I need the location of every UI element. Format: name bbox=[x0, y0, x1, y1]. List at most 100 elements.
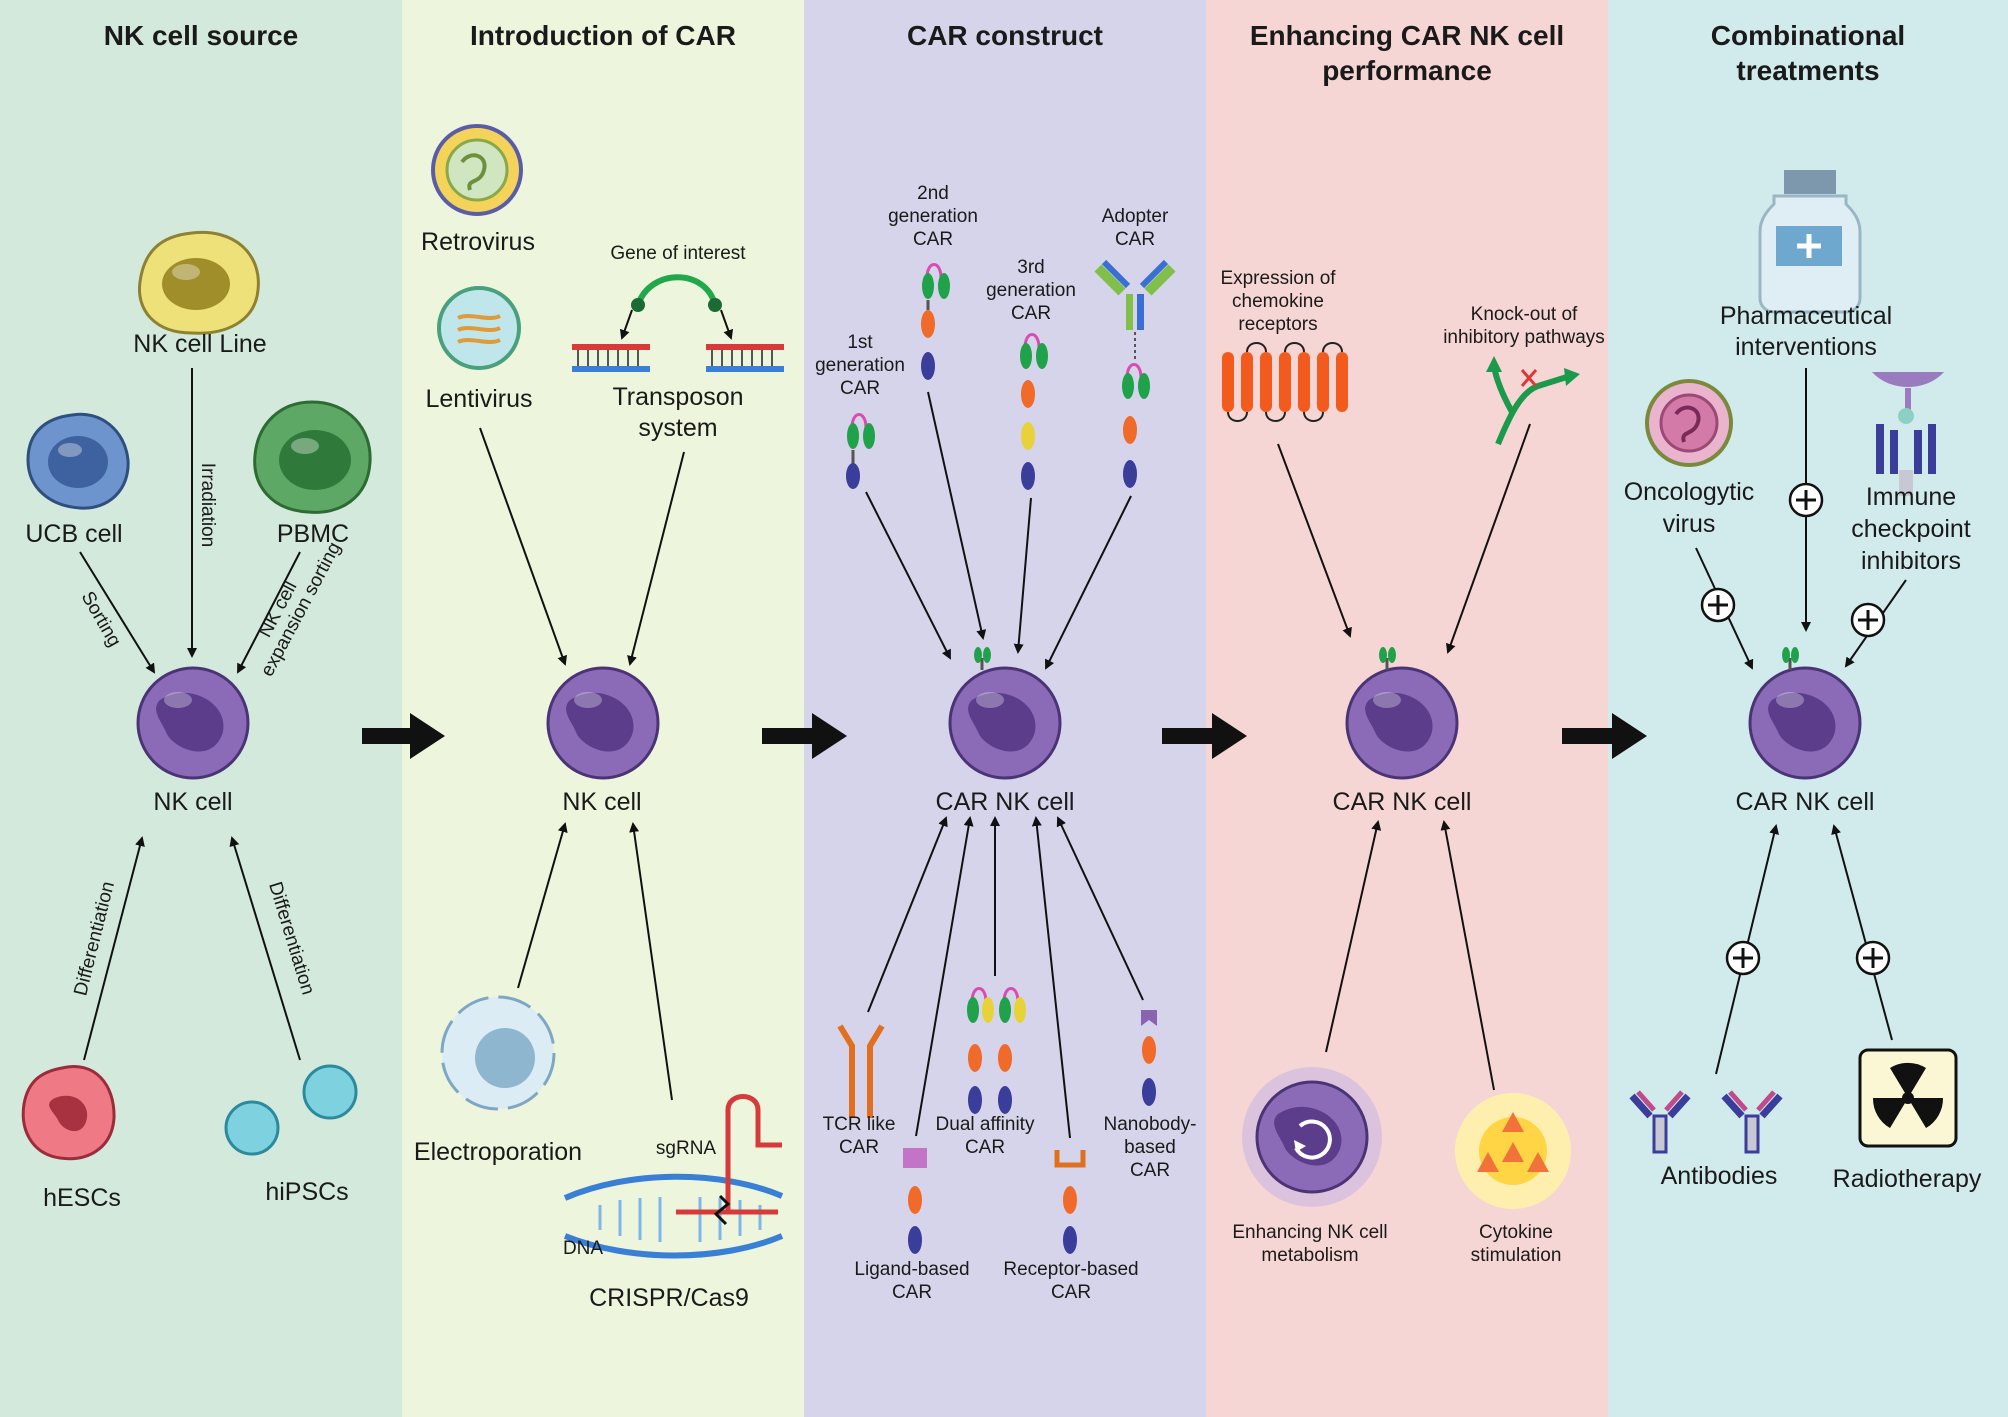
label-chemokine-line1: Expression of bbox=[1220, 268, 1336, 289]
panel-title-4-line2: performance bbox=[1322, 55, 1492, 86]
arrow-differentiation-hescs bbox=[83, 836, 145, 1061]
drug-vial-icon bbox=[1758, 170, 1862, 314]
label-electroporation: Electroporation bbox=[414, 1138, 582, 1166]
label-retrovirus: Retrovirus bbox=[421, 228, 535, 256]
transition-arrow-icon bbox=[1162, 713, 1247, 759]
label-oncolytic-line2: virus bbox=[1663, 510, 1716, 538]
label-pbmc: PBMC bbox=[277, 520, 349, 548]
label-gen3-line2: generation bbox=[986, 280, 1076, 301]
hipscs-icon bbox=[224, 1064, 358, 1156]
arrow-receptor-to-car-nk bbox=[1031, 816, 1071, 1139]
label-receptor-line1: Receptor-based bbox=[1003, 1259, 1138, 1280]
label-gen3-line3: CAR bbox=[1011, 303, 1051, 324]
knockout-pathway-icon bbox=[1486, 356, 1580, 446]
label-oncolytic-line1: Oncologytic bbox=[1624, 478, 1755, 506]
panel-title-1: NK cell source bbox=[104, 20, 299, 51]
car-1st-generation-icon bbox=[846, 413, 875, 489]
panel-title-4-line1: Enhancing CAR NK cell bbox=[1250, 20, 1564, 51]
arrow-differentiation-hipscs bbox=[229, 836, 301, 1061]
plus-icon bbox=[1725, 940, 1761, 976]
label-adopter-line2: CAR bbox=[1115, 229, 1155, 250]
label-lentivirus: Lentivirus bbox=[426, 385, 533, 413]
label-gen2-line2: generation bbox=[888, 206, 978, 227]
cytokine-stimulation-icon bbox=[1455, 1093, 1571, 1209]
label-car-nk-cell-3: CAR NK cell bbox=[936, 788, 1075, 816]
label-sgrna: sgRNA bbox=[656, 1138, 717, 1159]
label-gen2-line1: 2nd bbox=[917, 183, 949, 204]
label-dual-line2: CAR bbox=[965, 1137, 1005, 1158]
oncolytic-virus-icon bbox=[1645, 379, 1733, 467]
panel-title-3: CAR construct bbox=[907, 20, 1103, 51]
arrow-virus-to-nk bbox=[479, 427, 567, 666]
chemokine-receptor-icon bbox=[1222, 342, 1348, 422]
arrow-electroporation-to-nk bbox=[517, 822, 568, 989]
car-adopter-icon bbox=[1094, 259, 1176, 488]
electroporation-icon bbox=[440, 995, 556, 1111]
label-chemokine-line3: receptors bbox=[1238, 314, 1317, 335]
label-gen1-line1: 1st bbox=[847, 332, 873, 353]
label-chemokine-line2: chemokine bbox=[1232, 291, 1324, 312]
arrow-crispr-to-nk bbox=[629, 822, 673, 1101]
label-tcr-line2: CAR bbox=[839, 1137, 879, 1158]
label-nanobody-line3: CAR bbox=[1130, 1160, 1170, 1181]
arrow-knockout-to-car-nk bbox=[1446, 423, 1531, 654]
label-transposon-line2: system bbox=[638, 414, 717, 442]
panel-title-5-line1: Combinational bbox=[1711, 20, 1905, 51]
label-nk-cell-center-2: NK cell bbox=[562, 788, 641, 816]
label-checkpoint-line3: inhibitors bbox=[1861, 547, 1961, 575]
label-metabolism-line2: metabolism bbox=[1261, 1245, 1358, 1266]
arrow-gen2-to-car-nk bbox=[927, 391, 987, 640]
label-gen2-line3: CAR bbox=[913, 229, 953, 250]
car-nanobody-based-icon bbox=[1141, 1010, 1157, 1106]
label-metabolism-line1: Enhancing NK cell bbox=[1232, 1222, 1387, 1243]
car-nk-cell-icon bbox=[948, 647, 1062, 780]
label-knockout-line1: Knock-out of bbox=[1471, 304, 1578, 325]
transition-arrow-icon bbox=[1562, 713, 1647, 759]
car-dual-affinity-icon bbox=[967, 987, 1026, 1114]
arrow-transposon-to-nk bbox=[627, 451, 685, 666]
plus-icon bbox=[1855, 940, 1891, 976]
arrow-chemokine-to-car-nk bbox=[1277, 443, 1352, 638]
label-tcr-line1: TCR like bbox=[823, 1114, 896, 1135]
label-nanobody-line1: Nanobody- bbox=[1104, 1114, 1197, 1135]
arrow-expansion-sorting bbox=[237, 551, 301, 674]
arrow-ligand-to-car-nk bbox=[915, 816, 974, 1137]
plus-icon bbox=[1850, 602, 1886, 638]
label-car-nk-cell-5: CAR NK cell bbox=[1736, 788, 1875, 816]
label-cytokine-line1: Cytokine bbox=[1479, 1222, 1553, 1243]
label-transposon-line1: Transposon bbox=[612, 383, 743, 411]
car-receptor-based-icon bbox=[1054, 1150, 1086, 1254]
crispr-cas9-icon bbox=[563, 1094, 784, 1259]
panel-title-2: Introduction of CAR bbox=[470, 20, 736, 51]
panel-title-5-line2: treatments bbox=[1736, 55, 1879, 86]
plus-icon bbox=[1788, 482, 1824, 518]
label-antibodies: Antibodies bbox=[1661, 1162, 1778, 1190]
label-pharma-line2: interventions bbox=[1735, 333, 1877, 361]
label-gene-of-interest: Gene of interest bbox=[610, 243, 746, 264]
nk-cell-line-icon bbox=[137, 230, 260, 335]
retrovirus-icon bbox=[431, 124, 523, 216]
metabolism-nk-cell-icon bbox=[1242, 1067, 1382, 1207]
label-ligand-line2: CAR bbox=[892, 1282, 932, 1303]
car-ligand-based-icon bbox=[903, 1148, 927, 1254]
arrow-nanobody-to-car-nk bbox=[1056, 816, 1144, 1001]
nk-cell-icon bbox=[546, 666, 660, 780]
label-gen3-line1: 3rd bbox=[1017, 257, 1044, 278]
label-gen1-line3: CAR bbox=[840, 378, 880, 399]
label-checkpoint-line2: checkpoint bbox=[1851, 515, 1971, 543]
label-ucb-cell: UCB cell bbox=[25, 520, 122, 548]
label-knockout-line2: inhibitory pathways bbox=[1443, 327, 1605, 348]
label-nk-cell-center: NK cell bbox=[153, 788, 232, 816]
arrow-sorting bbox=[79, 551, 156, 674]
car-3rd-generation-icon bbox=[1020, 333, 1048, 490]
transition-arrow-icon bbox=[362, 713, 445, 759]
label-nk-cell-line: NK cell Line bbox=[133, 330, 266, 358]
label-cytokine-line2: stimulation bbox=[1471, 1245, 1562, 1266]
hescs-icon bbox=[21, 1065, 116, 1161]
transposon-icon bbox=[572, 274, 784, 372]
ucb-cell-icon bbox=[26, 412, 130, 510]
label-nanobody-line2: based bbox=[1124, 1137, 1176, 1158]
label-ligand-line1: Ligand-based bbox=[854, 1259, 969, 1280]
label-crispr-cas9: CRISPR/Cas9 bbox=[589, 1284, 749, 1312]
